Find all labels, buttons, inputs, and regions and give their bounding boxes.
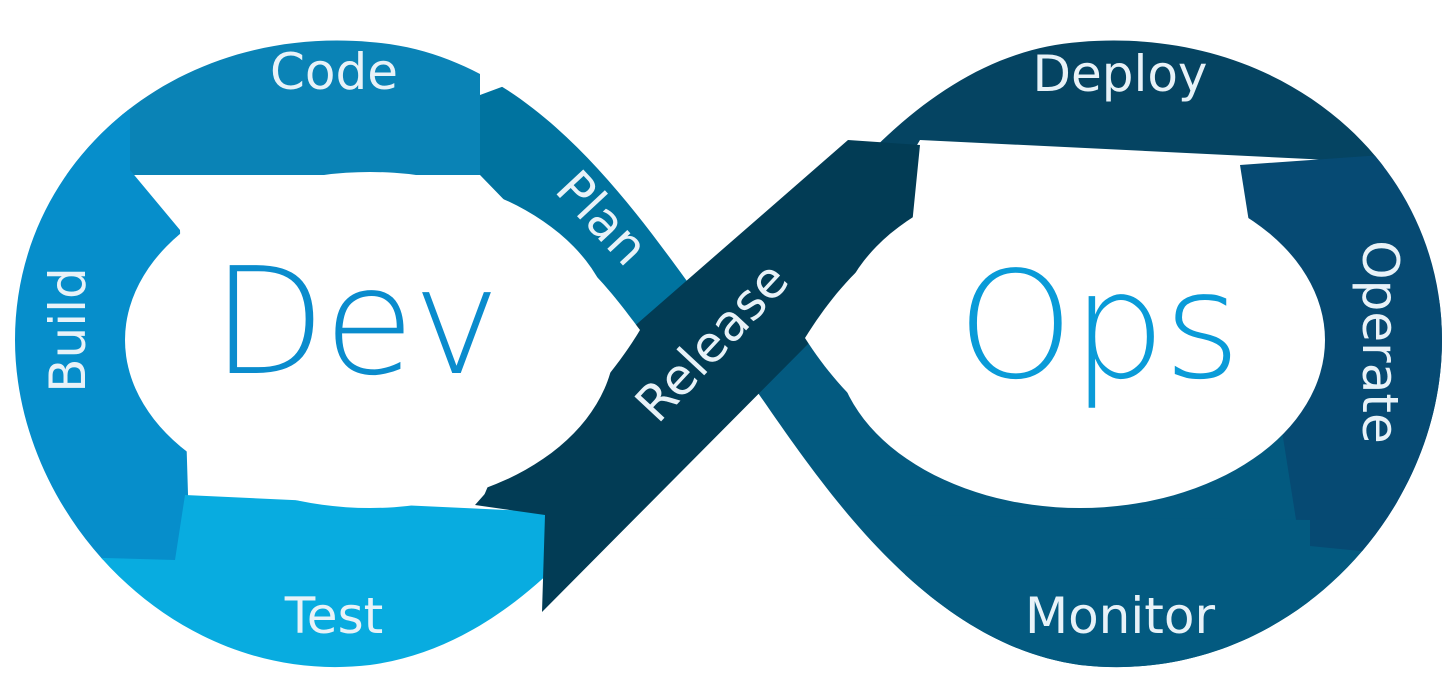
stage-label-test: Test — [284, 587, 383, 645]
release-segment — [475, 140, 920, 612]
stage-label-code: Code — [270, 43, 398, 101]
ops-inner-tip — [805, 218, 930, 460]
dev-center-label: Dev — [212, 236, 499, 408]
stage-label-operate: Operate — [1351, 240, 1409, 443]
dev-inner-hole — [125, 172, 615, 508]
stage-label-build: Build — [39, 267, 97, 393]
stage-label-deploy: Deploy — [1032, 45, 1207, 103]
code-segment — [15, 40, 480, 175]
operate-segment — [1240, 150, 1442, 560]
ops-inner-hole — [835, 172, 1325, 508]
dev-inner-tip — [520, 218, 640, 460]
ops-center-label: Ops — [957, 240, 1239, 412]
stage-label-monitor: Monitor — [1025, 587, 1216, 645]
